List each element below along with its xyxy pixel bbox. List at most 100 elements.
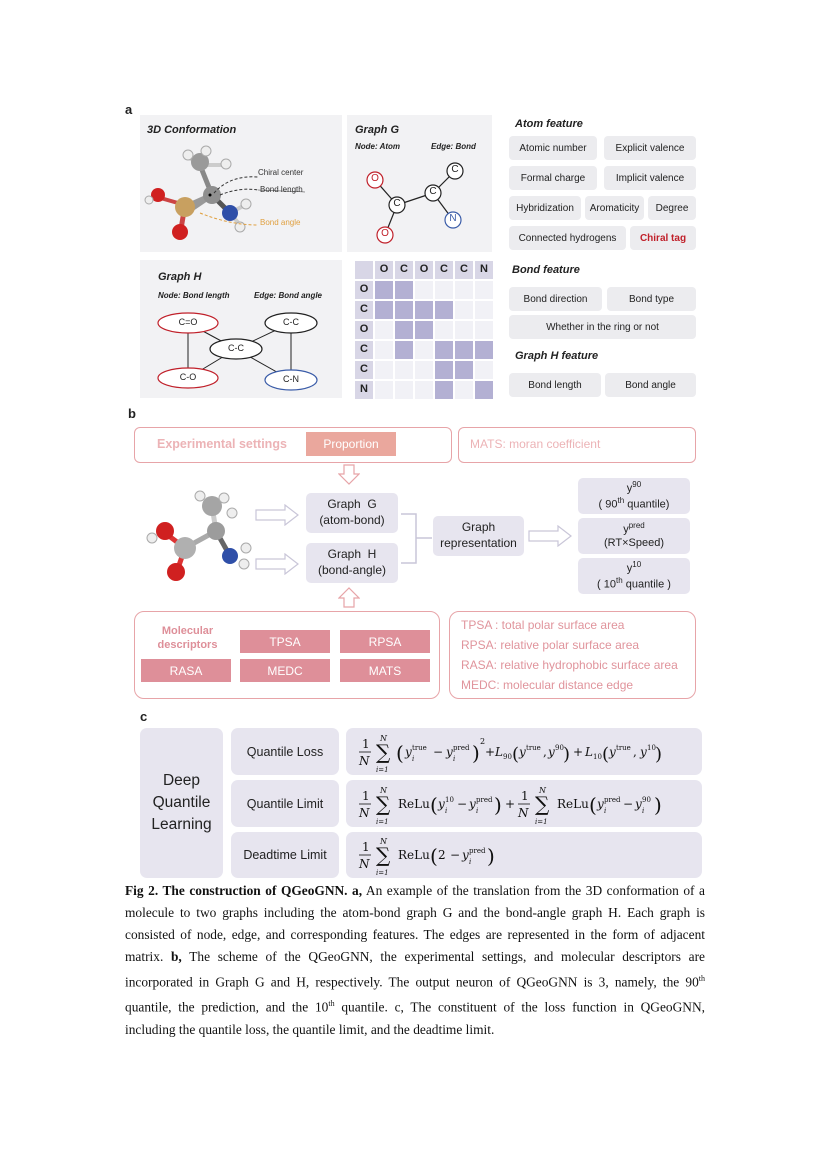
mats-chip: MATS — [340, 659, 430, 682]
svg-text:i: i — [412, 755, 414, 763]
graph-h-node-cn: C-N — [283, 374, 299, 384]
svg-text:pred: pred — [476, 796, 493, 804]
svg-text:): ) — [487, 844, 495, 868]
svg-text:y: y — [596, 797, 604, 811]
svg-text:i=1: i=1 — [376, 766, 389, 774]
svg-text:i=1: i=1 — [376, 869, 389, 877]
matrix-cell — [375, 281, 393, 299]
definitions-box — [449, 611, 696, 699]
experimental-settings-box — [134, 427, 452, 463]
graph-g-atom-c3: C — [451, 164, 459, 175]
output-y90-box: y90 ( 90th quantile) — [578, 478, 690, 514]
svg-text:i: i — [453, 755, 455, 763]
conformation-title: 3D Conformation — [147, 124, 237, 136]
matrix-row-header — [355, 381, 373, 399]
matrix-cell — [435, 301, 453, 319]
svg-text:1: 1 — [362, 737, 370, 751]
graph-g-node-box: Graph G (atom-bond) — [306, 493, 398, 533]
matrix-row-header — [355, 361, 373, 379]
molecular-descriptors-line2: descriptors — [157, 639, 218, 652]
matrix-cell — [475, 361, 493, 379]
rpsa-chip: RPSA — [340, 630, 430, 653]
matrix-col-header — [395, 261, 413, 279]
ring-membership-pill: Whether in the ring or not — [509, 315, 696, 339]
matrix-row-label: O — [359, 283, 369, 295]
medc-definition: MEDC: molecular distance edge — [461, 678, 634, 692]
svg-text:y: y — [547, 745, 555, 759]
up-arrow-icon — [338, 587, 360, 608]
rasa-definition: RASA: relative hydrophobic surface area — [461, 658, 678, 672]
bond-length-label: Bond length — [260, 185, 303, 194]
proportion-chip: Proportion — [306, 432, 396, 456]
y90-desc-pre: ( 90 — [598, 498, 618, 511]
svg-text:y: y — [461, 848, 469, 862]
graph-rep-line1: Graph — [461, 520, 496, 535]
svg-text:): ) — [563, 744, 570, 765]
caption-part3: quantile, the prediction, and the 10 — [125, 999, 329, 1015]
svg-text:i=1: i=1 — [376, 818, 389, 826]
merge-bracket — [401, 513, 432, 564]
svg-text:,: , — [633, 745, 637, 759]
arrow-to-graph-g-icon — [255, 504, 299, 526]
output-ypred-box: ypred (RT×Speed) — [578, 518, 690, 554]
caption-lead: Fig 2. The construction of QGeoGNN. a, — [125, 883, 363, 898]
graph-h-edge-label: Edge: Bond angle — [254, 291, 322, 300]
matrix-cell — [455, 381, 473, 399]
svg-text:(: ( — [396, 741, 404, 765]
y10-desc-post: quantile ) — [622, 578, 671, 591]
matrix-col-label: N — [480, 263, 488, 275]
svg-text:ReLu: ReLu — [398, 797, 430, 811]
matrix-cell — [455, 281, 473, 299]
svg-text:10: 10 — [593, 753, 602, 761]
matrix-cell — [395, 281, 413, 299]
deep-quantile-learning-box: Deep Quantile Learning — [140, 728, 223, 878]
quantile-limit-label: Quantile Limit — [246, 796, 324, 811]
svg-text:true: true — [616, 744, 631, 752]
graph-h-node-label: Node: Bond length — [158, 291, 230, 300]
output-y10-box: y10 ( 10th quantile ) — [578, 558, 690, 594]
matrix-col-label: C — [460, 263, 468, 275]
svg-text:−: − — [623, 797, 633, 811]
matrix-cell — [415, 321, 433, 339]
svg-text:y: y — [437, 797, 445, 811]
svg-text:ReLu: ReLu — [557, 797, 589, 811]
svg-text:N: N — [517, 806, 529, 820]
svg-text:y: y — [445, 745, 453, 759]
svg-text:∑: ∑ — [376, 792, 391, 816]
caption-b-label: b, — [170, 949, 182, 964]
degree-pill: Degree — [648, 196, 696, 220]
matrix-cell — [435, 361, 453, 379]
svg-text:90: 90 — [642, 796, 651, 804]
tpsa-definition: TPSA : total polar surface area — [461, 618, 625, 632]
y90-symbol: y — [626, 482, 633, 495]
matrix-cell — [415, 281, 433, 299]
matrix-row-header — [355, 341, 373, 359]
y90-desc-post: quantile) — [624, 498, 670, 511]
graph-representation-box: Graph representation — [433, 516, 524, 556]
svg-text:10: 10 — [647, 744, 656, 752]
matrix-cell — [375, 381, 393, 399]
matrix-row-header — [355, 301, 373, 319]
y10-sup: 10 — [632, 559, 642, 569]
matrix-col-header — [375, 261, 393, 279]
graph-g-title: Graph G — [355, 124, 400, 136]
matrix-col-header — [435, 261, 453, 279]
svg-text:): ) — [494, 793, 502, 817]
svg-text:+: + — [485, 745, 495, 759]
down-arrow-icon — [338, 464, 360, 485]
y10-desc-pre: ( 10 — [597, 578, 616, 591]
deep-line1: Deep — [162, 772, 201, 789]
matrix-cell — [435, 341, 453, 359]
matrix-corner-cell — [355, 261, 373, 279]
quantile-loss-label-box: Quantile Loss — [231, 728, 339, 775]
svg-text:y: y — [639, 745, 647, 759]
deadtime-limit-label: Deadtime Limit — [243, 848, 327, 862]
matrix-cell — [455, 361, 473, 379]
formal-charge-pill: Formal charge — [509, 166, 597, 190]
rpsa-definition: RPSA: relative polar surface area — [461, 638, 640, 652]
graph-h-node-box: Graph H (bond-angle) — [306, 543, 398, 583]
matrix-cell — [475, 341, 493, 359]
svg-text:y: y — [608, 745, 616, 759]
